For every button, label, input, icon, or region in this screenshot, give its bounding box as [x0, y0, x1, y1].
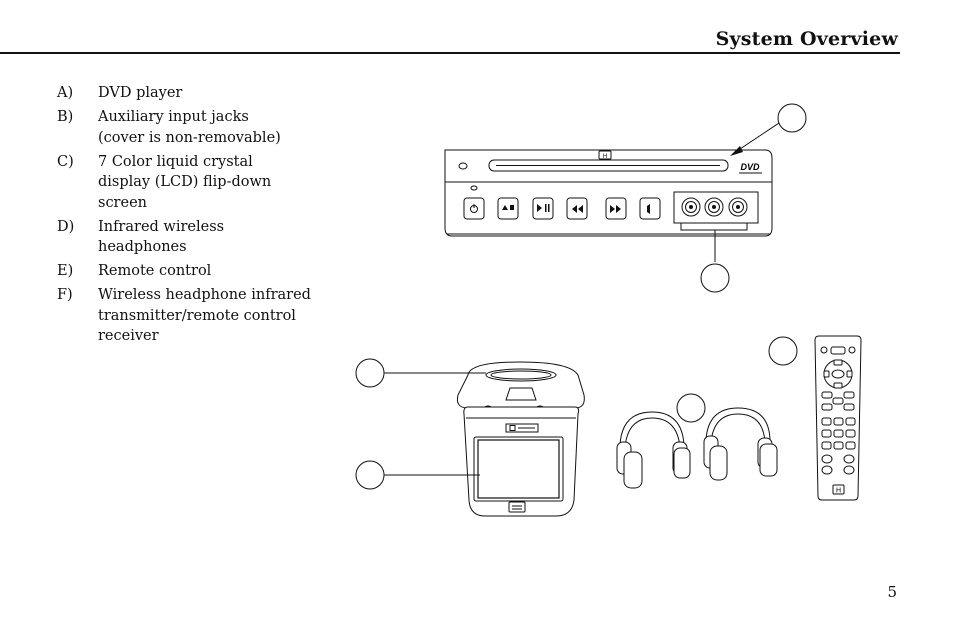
legend-item-d: D) Infrared wireless headphones — [57, 217, 312, 258]
page-title: System Overview — [715, 28, 898, 50]
legend-letter: B) — [57, 109, 74, 125]
eject-stop-button — [497, 197, 519, 220]
legend-item-a: A) DVD player — [57, 83, 312, 104]
legend-letter: C) — [57, 153, 74, 170]
legend-item-e: E) Remote control — [57, 261, 312, 282]
legend-item-c: C) 7 Color liquid crystal display (LCD) … — [57, 152, 312, 214]
legend-item-b: B) Auxiliary input jacks (cover is non-r… — [57, 107, 312, 148]
legend-text: 7 Color liquid crystal display (LCD) fli… — [98, 153, 272, 211]
legend-item-f: F) Wireless headphone infrared transmitt… — [57, 285, 312, 347]
legend-letter: F) — [57, 287, 73, 303]
flip-down-screen-illustration — [384, 361, 585, 517]
callout-b — [700, 263, 730, 293]
legend-text: DVD player — [98, 85, 183, 101]
component-legend: A) DVD player B) Auxiliary input jacks (… — [57, 83, 312, 350]
svg-text:H: H — [836, 488, 841, 495]
callout-c — [355, 460, 385, 490]
page-number: 5 — [887, 583, 897, 601]
legend-letter: A) — [57, 85, 74, 101]
play-pause-button — [532, 197, 554, 220]
legend-text: Wireless headphone infrared transmitter/… — [98, 287, 311, 344]
auxiliary-input-jacks — [673, 191, 759, 224]
legend-text: Auxiliary input jacks (cover is non-remo… — [98, 109, 281, 146]
wireless-headphones-illustration — [616, 407, 778, 489]
dvd-player-illustration: H DVD — [444, 120, 783, 262]
callout-e — [768, 336, 798, 366]
callout-a — [777, 103, 807, 133]
legend-text: Remote control — [98, 263, 212, 279]
source-button — [639, 197, 661, 220]
legend-letter: E) — [57, 263, 74, 279]
header-rule — [0, 52, 900, 54]
fast-forward-button — [605, 197, 627, 220]
callout-d — [676, 393, 706, 423]
svg-text:H: H — [603, 154, 607, 160]
power-button — [463, 197, 485, 220]
rewind-button — [566, 197, 588, 220]
legend-letter: D) — [57, 218, 75, 235]
remote-control-illustration: H — [814, 335, 862, 501]
legend-text: Infrared wireless headphones — [98, 218, 225, 256]
callout-f — [355, 358, 385, 388]
dvd-badge: DVD — [740, 162, 760, 172]
